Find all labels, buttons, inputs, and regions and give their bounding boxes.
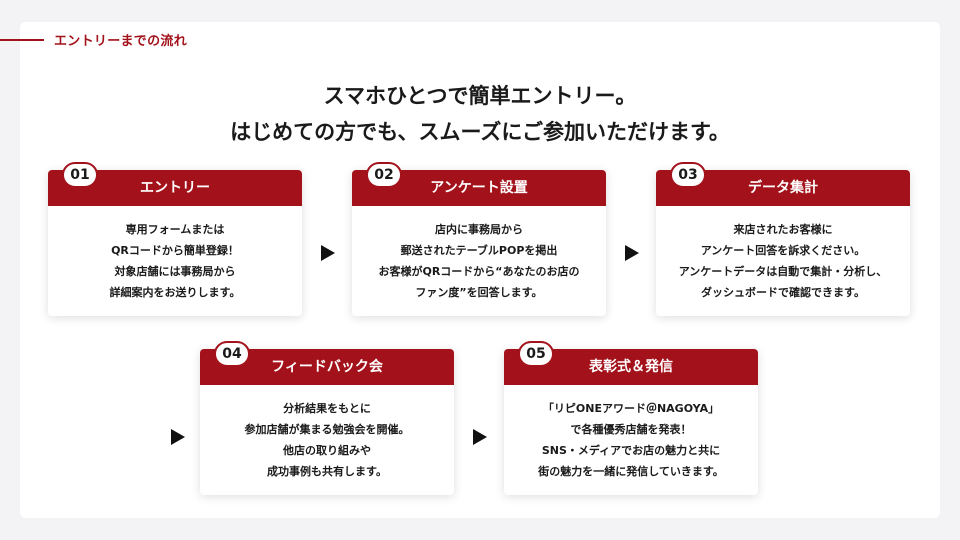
step-description-line: 他店の取り組みや <box>283 444 371 457</box>
step-number-badge: 04 <box>214 341 250 367</box>
step-description-line: お客様がQRコードから“あなたのお店の <box>378 265 580 278</box>
step-description-line: 郵送されたテーブルPOPを掲出 <box>400 244 558 257</box>
triangle-right-icon <box>321 245 335 261</box>
step-description: 分析結果をもとに 参加店舗が集まる勉強会を開催。 他店の取り組みや 成功事例も共… <box>200 385 454 495</box>
step-description-line: で各種優秀店舗を発表！ <box>570 423 692 436</box>
triangle-right-icon <box>473 429 487 445</box>
step-card-05: 表彰式＆発信 05 「リピONEアワード＠NAGOYA」 で各種優秀店舗を発表！… <box>504 341 758 495</box>
section-label: エントリーまでの流れ <box>54 34 188 49</box>
step-number-badge: 01 <box>62 162 98 188</box>
step-number-badge: 02 <box>366 162 402 188</box>
step-description-line: ファン度”を回答します。 <box>415 286 543 299</box>
step-card-01: エントリー 01 専用フォームまたは QRコードから簡単登録！ 対象店舗には事務… <box>48 162 302 316</box>
step-description-line: 対象店舗には事務局から <box>114 265 236 278</box>
step-description: 専用フォームまたは QRコードから簡単登録！ 対象店舗には事務局から 詳細案内を… <box>48 206 302 316</box>
step-number-badge: 03 <box>670 162 706 188</box>
triangle-right-icon <box>171 429 185 445</box>
step-card-02: アンケート設置 02 店内に事務局から 郵送されたテーブルPOPを掲出 お客様が… <box>352 162 606 316</box>
step-title: 表彰式＆発信 <box>589 359 673 375</box>
step-description-line: 街の魅力を一緒に発信していきます。 <box>538 465 724 478</box>
step-description-line: 専用フォームまたは <box>125 223 225 236</box>
step-title: フィードバック会 <box>271 359 383 375</box>
step-description-line: ダッシュボードで確認できます。 <box>701 286 865 299</box>
step-description-line: 参加店舗が集まる勉強会を開催。 <box>244 423 410 436</box>
step-description: 来店されたお客様に アンケート回答を訴求ください。 アンケートデータは自動で集計… <box>656 206 910 316</box>
step-description-line: 詳細案内をお送りします。 <box>109 286 241 299</box>
step-title: アンケート設置 <box>430 180 528 196</box>
step-description-line: 「リピONEアワード＠NAGOYA」 <box>542 402 720 415</box>
step-description-line: アンケート回答を訴求ください。 <box>700 244 866 257</box>
step-card-04: フィードバック会 04 分析結果をもとに 参加店舗が集まる勉強会を開催。 他店の… <box>200 341 454 495</box>
step-description-line: SNS・メディアでお店の魅力と共に <box>541 444 721 457</box>
step-description-line: アンケートデータは自動で集計・分析し、 <box>678 265 888 278</box>
step-description: 「リピONEアワード＠NAGOYA」 で各種優秀店舗を発表！ SNS・メディアで… <box>504 385 758 495</box>
step-description-line: 成功事例も共有します。 <box>267 465 387 478</box>
section-divider-line <box>0 39 44 41</box>
step-title: データ集計 <box>748 180 818 196</box>
headline-line-1: スマホひとつで簡単エントリー。 <box>323 84 637 108</box>
step-description-line: 分析結果をもとに <box>283 402 371 415</box>
step-title: エントリー <box>140 180 210 196</box>
step-description-line: 来店されたお客様に <box>733 223 833 236</box>
step-number-badge: 05 <box>518 341 554 367</box>
step-description: 店内に事務局から 郵送されたテーブルPOPを掲出 お客様がQRコードから“あなた… <box>352 206 606 316</box>
step-card-03: データ集計 03 来店されたお客様に アンケート回答を訴求ください。 アンケート… <box>656 162 910 316</box>
headline-line-2: はじめての方でも、スムーズにご参加いただけます。 <box>230 120 730 144</box>
step-description-line: QRコードから簡単登録！ <box>111 244 239 257</box>
triangle-right-icon <box>625 245 639 261</box>
step-description-line: 店内に事務局から <box>435 223 523 236</box>
